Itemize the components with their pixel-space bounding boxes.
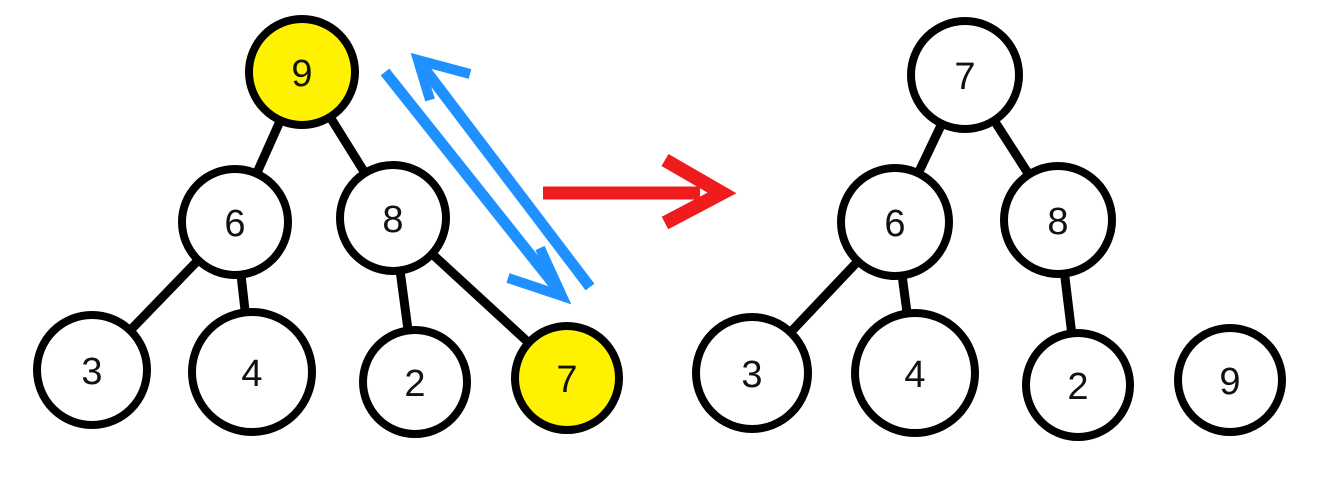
transition-arrow-head	[661, 153, 737, 230]
swap-arrows	[380, 52, 595, 305]
after-node-root: 7	[907, 17, 1023, 133]
after-node-left-circle	[837, 164, 953, 280]
before-node-right-left-label: 2	[404, 363, 425, 405]
swap-arrow-down	[380, 68, 565, 296]
after-node-right-left: 2	[1022, 329, 1134, 441]
swap-arrow-up	[415, 59, 595, 291]
after-node-right-circle	[1000, 162, 1116, 278]
before-node-left-left: 3	[33, 311, 151, 429]
after-node-detached-circle	[1174, 324, 1286, 436]
after-node-right: 8	[1000, 162, 1116, 278]
after-node-detached: 9	[1174, 324, 1286, 436]
before-node-left-circle	[178, 165, 292, 279]
after-node-left-left-label: 3	[741, 354, 762, 396]
before-node-left-left-circle	[33, 311, 151, 429]
swap-arrow-up-head	[410, 52, 472, 102]
before-node-right-label: 8	[382, 199, 403, 241]
before-node-right-left-circle	[359, 326, 471, 438]
transition-arrow	[543, 153, 737, 230]
before-node-left-right: 4	[188, 308, 316, 436]
after-node-right-left-circle	[1022, 329, 1134, 441]
after-node-detached-label: 9	[1219, 361, 1240, 403]
after-node-root-circle	[907, 17, 1023, 133]
after-node-right-left-label: 2	[1067, 366, 1088, 408]
before-node-left-right-label: 4	[241, 353, 262, 395]
before-node-root-label: 9	[291, 53, 312, 95]
after-node-left-right-circle	[851, 309, 979, 437]
after-node-left-left: 3	[692, 313, 812, 433]
before-node-right-right-circle	[511, 322, 623, 434]
before-node-left: 6	[178, 165, 292, 279]
after-node-left: 6	[837, 164, 953, 280]
after-node-left-right-label: 4	[904, 354, 925, 396]
swap-arrow-down-head	[506, 245, 572, 305]
before-node-left-left-label: 3	[81, 351, 102, 393]
after-node-right-label: 8	[1047, 201, 1068, 243]
before-node-root: 9	[245, 15, 359, 129]
after-node-left-label: 6	[884, 203, 905, 245]
before-node-right-right: 7	[511, 322, 623, 434]
before-node-right-circle	[336, 161, 450, 275]
before-node-left-label: 6	[224, 203, 245, 245]
before-node-root-circle	[245, 15, 359, 129]
before-tree: 9 6 8 3 4 2 7	[33, 15, 623, 438]
after-node-left-left-circle	[692, 313, 812, 433]
after-tree: 7 6 8 3 4 2 9	[692, 17, 1286, 441]
before-node-right: 8	[336, 161, 450, 275]
before-node-right-left: 2	[359, 326, 471, 438]
before-node-right-right-label: 7	[556, 359, 577, 401]
after-node-root-label: 7	[954, 56, 975, 98]
before-node-left-right-circle	[188, 308, 316, 436]
after-node-left-right: 4	[851, 309, 979, 437]
